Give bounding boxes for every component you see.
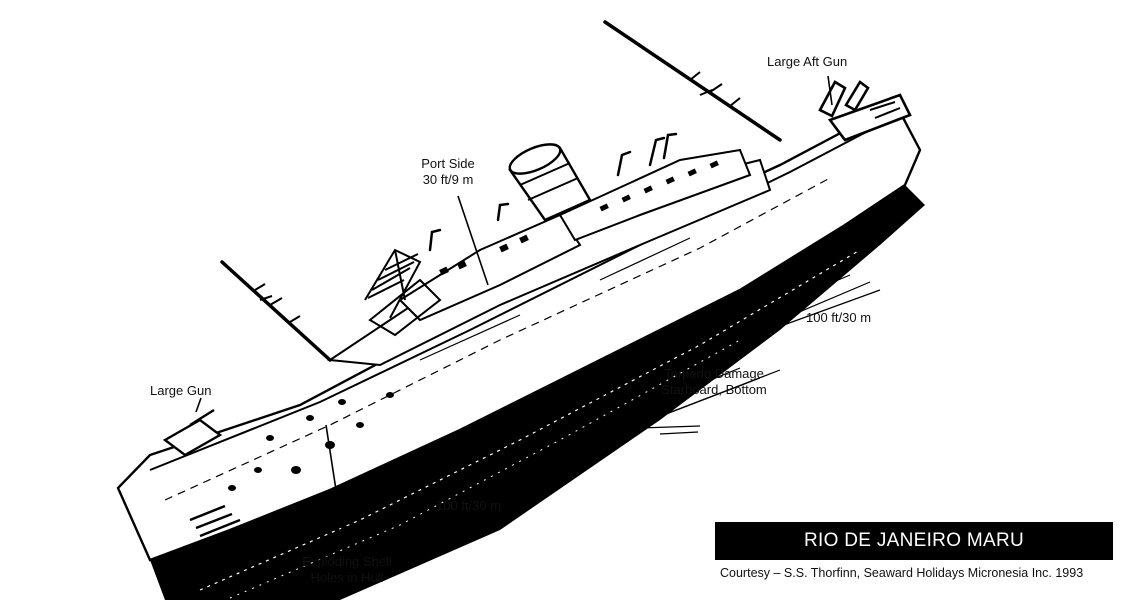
ventilators: [428, 132, 678, 252]
label-exploding-shell: Exploding Shell Holes in Hull: [295, 554, 399, 586]
diagram-title: RIO DE JANEIRO MARU: [804, 530, 1024, 551]
label-torpedo-damage: Torpedo Damage Starboard, Bottom: [652, 366, 776, 398]
label-depth-bow: 100 ft/30 m: [436, 498, 502, 513]
label-torpedo-line1: Torpedo Damage: [664, 366, 764, 381]
label-large-aft-gun: Large Aft Gun: [767, 54, 848, 69]
label-port-side-line2: 30 ft/9 m: [422, 172, 474, 187]
label-large-gun: Large Gun: [150, 383, 212, 398]
title-banner: RIO DE JANEIRO MARU: [715, 522, 1113, 560]
label-port-side: Port Side 30 ft/9 m: [410, 156, 486, 188]
masts: [220, 20, 782, 362]
label-depth-stern: 100 ft/30 m: [806, 310, 872, 325]
forward-derrick: [364, 248, 442, 337]
label-port-side-line1: Port Side: [421, 156, 475, 171]
funnel: [508, 143, 592, 222]
label-torpedo-line2: Starboard, Bottom: [661, 382, 767, 397]
credit-line: Courtesy – S.S. Thorfinn, Seaward Holida…: [720, 566, 1084, 580]
bow-gun: [162, 408, 223, 457]
superstructure: [327, 148, 772, 367]
label-shell-line2: Holes in Hull: [310, 570, 384, 585]
leader-lines: [195, 75, 833, 549]
label-shell-line1: Exploding Shell: [302, 554, 392, 569]
aft-gun: [818, 80, 912, 142]
